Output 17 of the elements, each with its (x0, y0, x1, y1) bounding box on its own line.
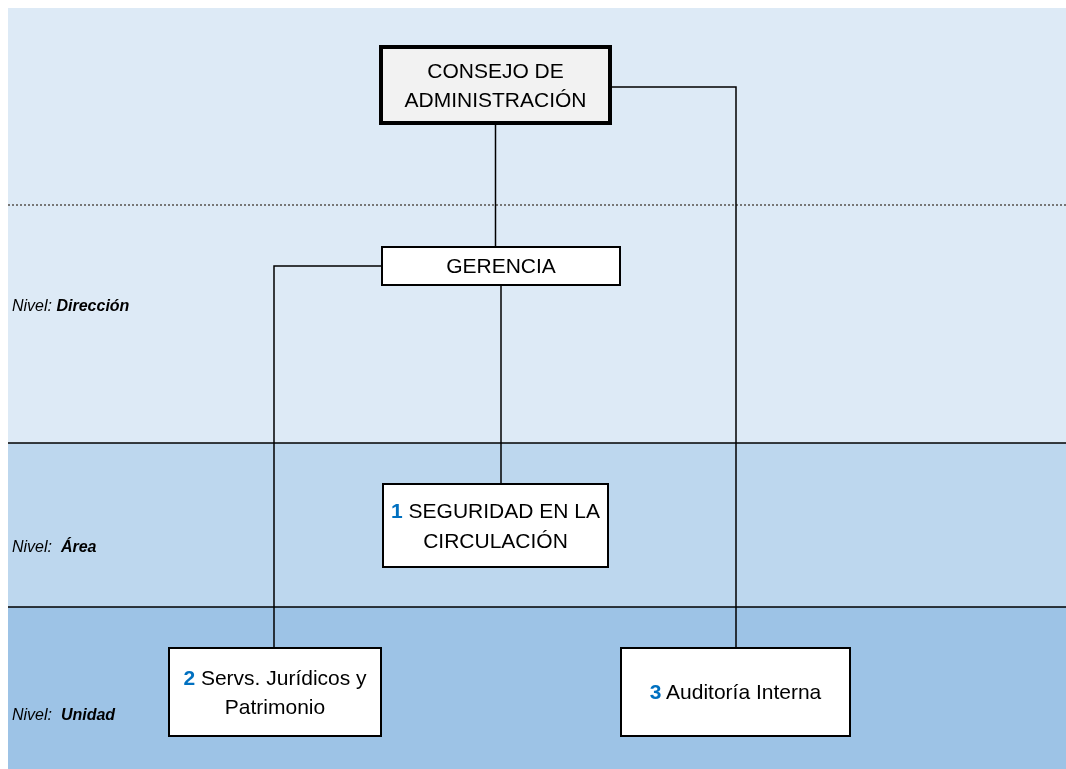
org-unit-box (382, 483, 609, 568)
connector-line (273, 265, 382, 648)
unit-title: 1 SEGURIDAD EN LA CIRCULACIÓN (390, 498, 601, 554)
org-unit-box (168, 647, 382, 737)
level-label: Nivel: Área (12, 538, 97, 556)
level-label: Nivel: Unidad (12, 706, 116, 724)
level-label: Nivel: Dirección (12, 297, 130, 315)
connector-line (500, 285, 502, 484)
org-unit-box (381, 246, 621, 286)
connector-line (611, 86, 737, 648)
unit-title: GERENCIA (446, 253, 556, 280)
board-box (379, 45, 612, 125)
org-unit-box (620, 647, 851, 737)
unit-title: CONSEJO DE ADMINISTRACIÓN (403, 57, 588, 113)
unit-title: 2 Servs. Jurídicos y Patrimonio (182, 664, 368, 720)
unit-title: 3 Auditoría Interna (649, 679, 822, 706)
connector-line (494, 124, 497, 247)
